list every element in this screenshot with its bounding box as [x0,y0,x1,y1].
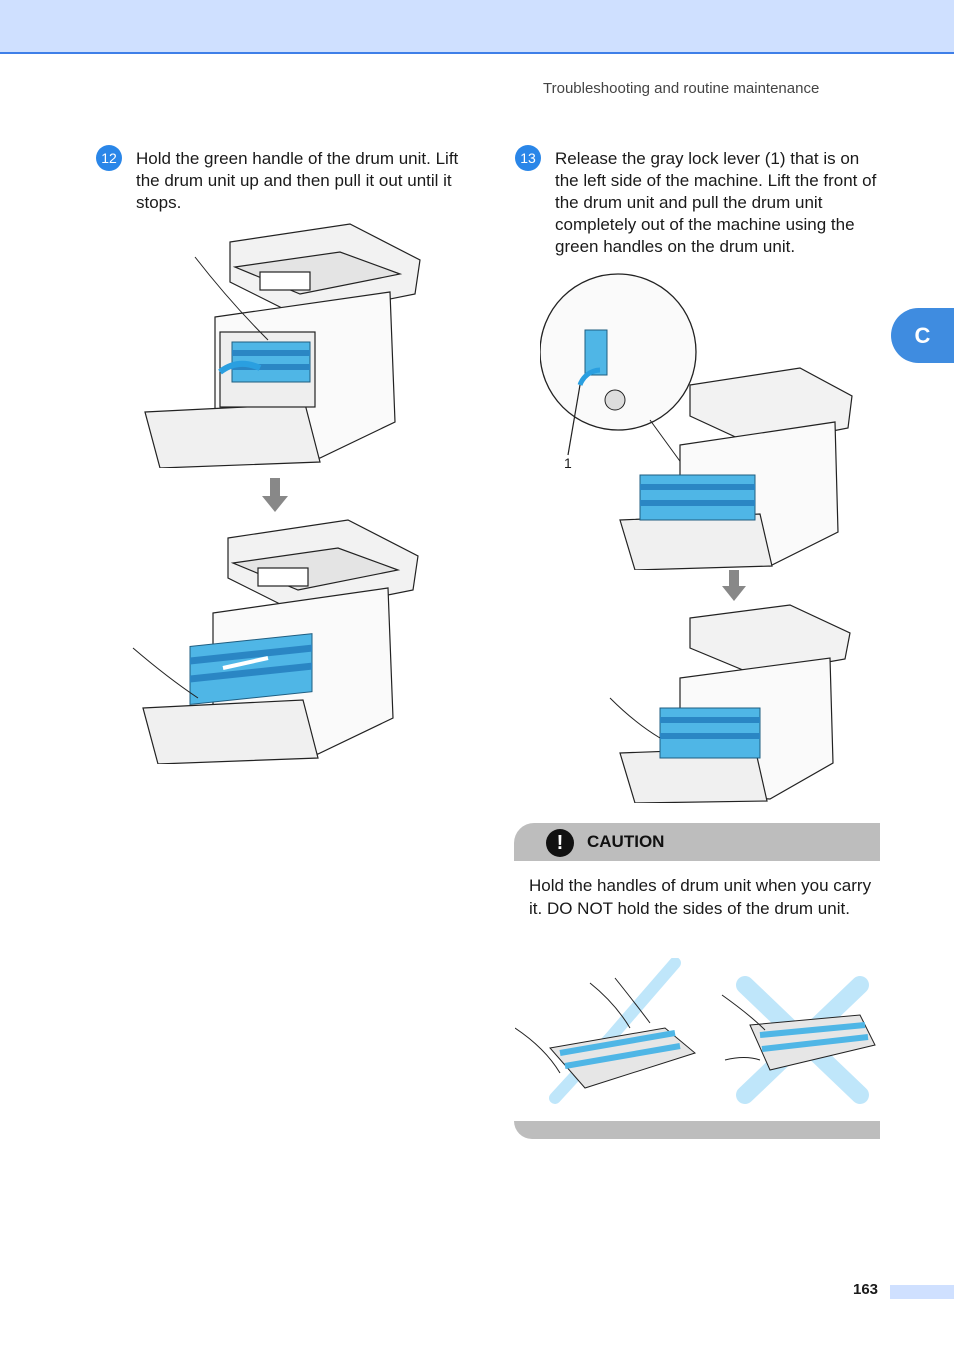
step-12-text: Hold the green handle of the drum unit. … [136,149,459,212]
footer-band [890,1285,954,1299]
down-arrow-icon [722,570,746,601]
step-number-badge: 12 [96,145,122,171]
step-number: 12 [101,150,117,166]
lock-lever-illustration [540,273,853,570]
step-13-text: Release the gray lock lever (1) that is … [555,149,877,256]
header-band [0,0,954,54]
printer-drum-lift-illustration [144,223,421,468]
callout-label: 1 [564,455,572,471]
chapter-tab: C [891,308,954,363]
section-title: Troubleshooting and routine maintenance [543,80,820,97]
exclamation-icon: ! [546,829,574,857]
caution-text: Hold the handles of drum unit when you c… [529,876,872,918]
chapter-tab-label: C [914,322,931,348]
step-number: 13 [520,150,536,166]
caution-bottom-bar [514,1121,880,1139]
caution-banner: ! CAUTION [514,823,880,861]
down-arrow-icon [262,478,288,512]
printer-drum-pull-illustration [132,519,419,764]
caution-label: CAUTION [587,832,665,851]
page-number: 163 [853,1281,879,1298]
step-number-badge: 13 [515,145,541,171]
drum-removed-illustration [609,604,851,803]
correct-handling-illustration [515,958,697,1104]
incorrect-handling-illustration [721,976,876,1104]
